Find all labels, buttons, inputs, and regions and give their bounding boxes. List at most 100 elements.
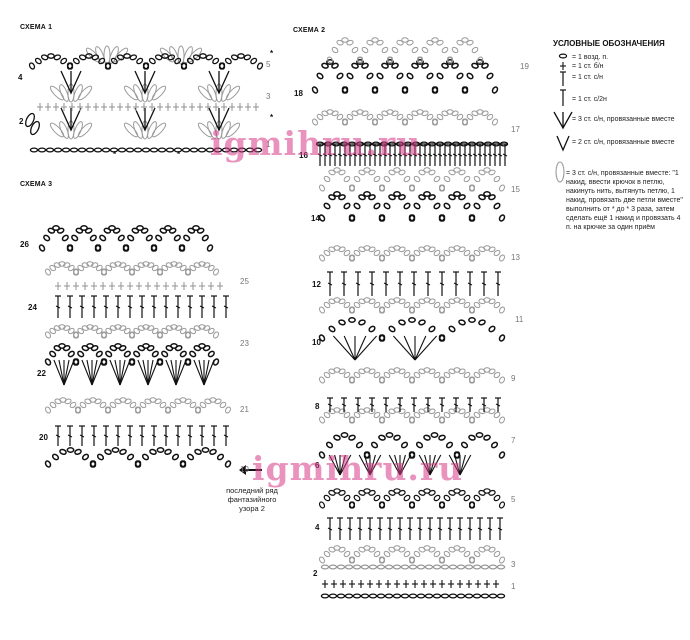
chain-stitch (161, 264, 168, 272)
chain-stitch (346, 72, 354, 80)
chain-stitch (356, 59, 364, 65)
chain-stitch (357, 56, 363, 64)
chain-stitch (328, 325, 336, 333)
chain-stitch (122, 244, 130, 252)
dc-stitch (127, 305, 133, 309)
chain-stitch (408, 501, 416, 509)
chain-stitch (379, 184, 385, 192)
chain-stitch (473, 249, 481, 257)
chain-stitch (428, 325, 436, 333)
chain-stitch (141, 453, 150, 461)
chain-stitch (431, 37, 439, 43)
chain-stitch (343, 301, 351, 309)
chain-stitch (358, 298, 366, 305)
chain-stitch (379, 376, 385, 384)
chain-stitch (66, 244, 74, 252)
dc-stitch (383, 403, 389, 407)
chain-stitch (409, 254, 415, 262)
chain-stitch (413, 494, 421, 502)
chain-stitch (372, 118, 378, 126)
chain-stitch (358, 368, 366, 375)
chain-stitch (101, 147, 111, 153)
chain-stitch (72, 358, 80, 366)
chain-stitch (333, 434, 341, 441)
chain-stitch (116, 54, 125, 61)
chain-stitch (319, 254, 325, 262)
dc-stitch (139, 305, 145, 309)
chain-stitch (342, 118, 348, 126)
chain-stitch (456, 113, 464, 121)
chain-stitch (378, 434, 386, 441)
chain-stitch (353, 301, 361, 309)
chain-stitch (443, 411, 451, 419)
chain-stitch (488, 298, 496, 305)
chain-stitch (349, 416, 355, 424)
chain-stitch (433, 249, 441, 257)
chain-stitch (493, 371, 501, 379)
chain-stitch (85, 147, 95, 153)
chain-stitch (156, 447, 165, 453)
dc-stitch (392, 153, 398, 157)
chain-stitch (403, 411, 411, 419)
chain-stitch (185, 268, 191, 276)
chain-stitch (47, 227, 56, 234)
schema3-row-22: 22 (37, 369, 46, 378)
chain-stitch (99, 401, 107, 409)
chain-stitch (466, 39, 474, 46)
chain-stitch (49, 401, 57, 409)
dc-stitch (67, 305, 73, 309)
chain-stitch (349, 306, 355, 314)
chain-stitch (196, 227, 205, 234)
chain-stitch (150, 244, 158, 252)
chain-stitch (453, 167, 461, 173)
chain-stitch (180, 62, 188, 70)
chain-stitch (328, 564, 338, 570)
chain-stitch (438, 334, 446, 342)
chain-stitch (475, 432, 484, 438)
chain-stitch (379, 416, 385, 424)
chain-stitch (431, 86, 439, 94)
chain-stitch (69, 401, 77, 409)
dc-stitch (127, 434, 133, 438)
chain-stitch (488, 325, 496, 333)
chain-stitch (338, 368, 346, 375)
chain-stitch (478, 368, 486, 375)
chain-stitch (319, 306, 325, 314)
dc-stitch (407, 153, 413, 157)
chain-stitch (117, 234, 125, 242)
schema3-row-23: 23 (240, 339, 249, 348)
chain-stitch (469, 184, 475, 192)
dc-stitch (332, 153, 338, 157)
chain-stitch (443, 371, 451, 379)
chain-stitch (75, 406, 81, 414)
chain-stitch (448, 368, 456, 375)
chain-stitch (69, 147, 79, 153)
chain-stitch (458, 194, 466, 201)
chain-stitch (379, 556, 385, 564)
chain-stitch (433, 411, 441, 419)
chain-stitch (331, 46, 339, 54)
chain-stitch (439, 416, 445, 424)
fan-stitch (63, 359, 75, 386)
chain-stitch (135, 406, 141, 414)
chain-stitch (351, 110, 359, 117)
petal-cluster (49, 122, 65, 138)
schema2-row-1: 1 (511, 582, 516, 591)
chain-stitch (167, 54, 176, 61)
dc-stitch (79, 434, 85, 438)
chain-stitch (60, 57, 68, 65)
dc-stitch (139, 434, 145, 438)
chain-stitch (483, 167, 491, 173)
chain-stitch (469, 184, 475, 192)
chain-stitch (421, 62, 429, 69)
chain-stitch (467, 141, 477, 147)
chain-stitch (124, 327, 131, 335)
chain-stitch (343, 371, 351, 379)
chain-stitch (413, 371, 421, 379)
chain-stitch (499, 416, 505, 424)
dc-stitch (411, 282, 417, 286)
chain-stitch (134, 460, 142, 468)
chain-stitch (448, 489, 456, 496)
dc-stitch (477, 527, 483, 531)
chain-stitch (384, 564, 394, 570)
